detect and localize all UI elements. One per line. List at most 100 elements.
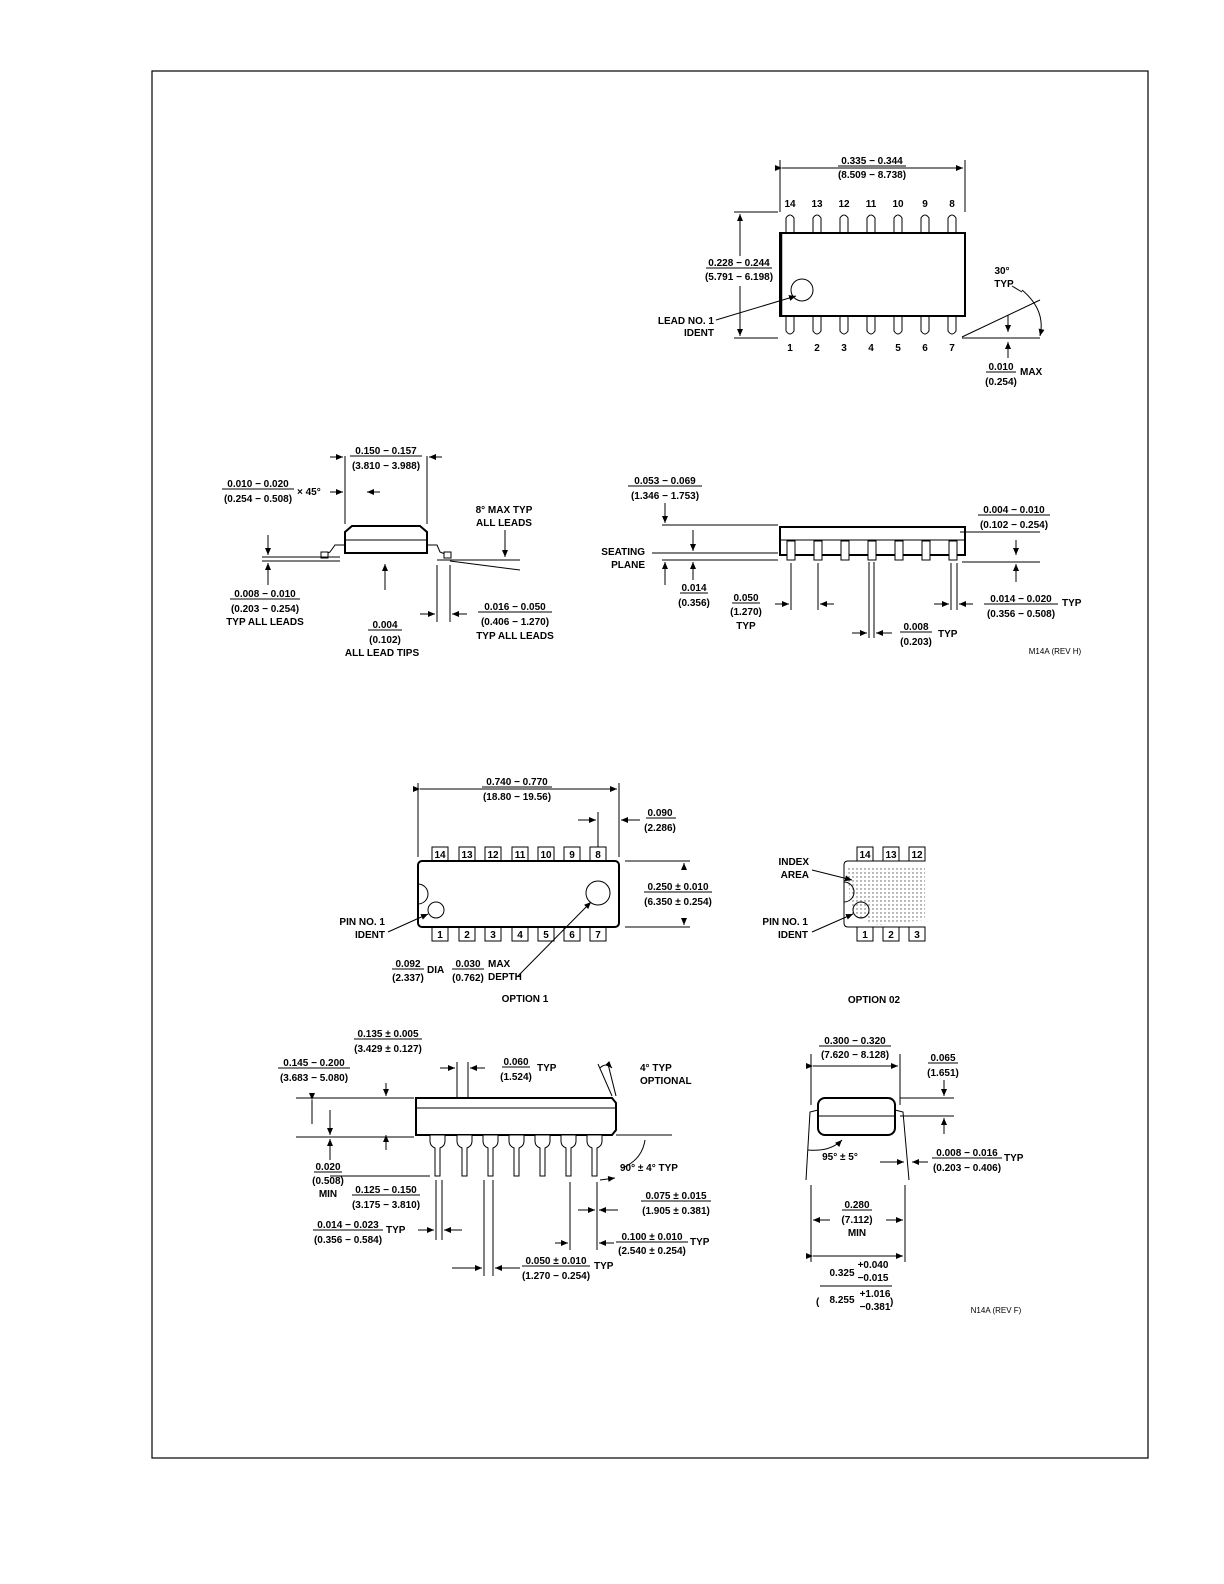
min-in: 0.280 [844, 1200, 869, 1211]
soic-front-leads [786, 540, 958, 561]
st-mm: (0.102 − 0.254) [980, 520, 1048, 531]
lead-angle-a: 8° MAX TYP [476, 505, 533, 516]
pitch-mm-dip: (2.540 ± 0.254) [618, 1246, 686, 1257]
gap-mm: (1.270 − 0.254) [522, 1271, 590, 1282]
sp-note: TYP [938, 629, 958, 640]
lead1-ident-dot [790, 278, 814, 302]
min-mm: (7.112) [841, 1215, 872, 1226]
end-ang: 95° ± 5° [822, 1152, 858, 1163]
dip-side-lead [534, 1134, 551, 1177]
dip-side-leads [429, 1134, 603, 1177]
lw-note: TYP [1062, 598, 1082, 609]
so-in: 0.014 [681, 583, 706, 594]
rw-mm: (7.620 − 8.128) [821, 1050, 889, 1061]
sh-in: 0.060 [503, 1057, 528, 1068]
lead1-label-b: IDENT [684, 328, 714, 339]
lead1-label-a: LEAD NO. 1 [658, 316, 715, 327]
dia-label: DIA [427, 965, 444, 976]
soic-width-in: 0.335 − 0.344 [841, 156, 903, 167]
dip-top-view: 0.740 − 0.770 (18.80 − 19.56) 0.090 (2.2… [339, 777, 712, 1005]
dep-in: 0.030 [455, 959, 480, 970]
pin1-a: PIN NO. 1 [339, 917, 385, 928]
soic-top-lead [866, 214, 876, 233]
opt2-pin1-a: PIN NO. 1 [762, 917, 808, 928]
dip-pin-number: 5 [543, 930, 549, 941]
sp-in: 0.008 [903, 622, 928, 633]
soic-top-lead [947, 214, 957, 233]
wid-mm: (6.350 ± 0.254) [644, 897, 712, 908]
page-border [151, 70, 1149, 1459]
soic-bottom-lead [893, 316, 903, 335]
opt2-pin-number: 12 [911, 850, 923, 861]
pitch-note-dip: TYP [690, 1237, 710, 1248]
dip-pin-number: 4 [517, 930, 523, 941]
so-mm-dip: (0.508) [312, 1176, 344, 1187]
cham-in: 0.010 − 0.020 [227, 479, 289, 490]
soic-pin-number: 8 [949, 199, 955, 210]
soic-front-lead [948, 540, 958, 561]
side-w-in: 0.150 − 0.157 [355, 446, 417, 457]
ov-d: 8.255 [829, 1295, 854, 1306]
pin1-ident-dot [427, 901, 445, 919]
soic-front-lead [894, 540, 904, 561]
ang-a: 4° TYP [640, 1063, 672, 1074]
soic-front-view: 0.053 − 0.069 (1.346 − 1.753) SEATING PL… [601, 476, 1081, 656]
dip-pin-number: 9 [569, 850, 575, 861]
soic-pin-number: 9 [922, 199, 928, 210]
dip-pin-number: 11 [515, 850, 526, 861]
soic-front-lead [921, 540, 931, 561]
cop-mm: (0.102) [369, 635, 401, 646]
ov-c: −0.015 [858, 1273, 889, 1284]
thick-in: 0.008 − 0.010 [234, 589, 296, 600]
cham-x: × 45° [297, 487, 321, 498]
end-in: 0.090 [647, 808, 672, 819]
soic-pin-number: 3 [841, 343, 847, 354]
sh-note: TYP [537, 1063, 557, 1074]
lw-in-dip: 0.014 − 0.023 [317, 1220, 379, 1231]
soic-pin-number: 12 [838, 199, 850, 210]
ejector-mark [585, 880, 611, 906]
cop-note: ALL LEAD TIPS [345, 648, 420, 659]
rw-in: 0.300 − 0.320 [824, 1036, 886, 1047]
dip-side-lead [586, 1134, 603, 1177]
idx-a: INDEX [778, 857, 809, 868]
soic-top-lead [893, 214, 903, 233]
dip-side-lead [482, 1134, 499, 1177]
ov-paren-r: ) [890, 1297, 893, 1308]
ov-paren-l: ( [816, 1297, 820, 1308]
lt-mm: (0.203 − 0.406) [933, 1163, 1001, 1174]
max-mm: (0.254) [985, 377, 1017, 388]
n14a-rev: N14A (REV F) [971, 1306, 1022, 1315]
ll-mm: (3.175 − 3.810) [352, 1200, 420, 1211]
pitch-note: TYP [736, 621, 756, 632]
dip-end-view: 0.300 − 0.320 (7.620 − 8.128) 0.065 (1.6… [805, 1036, 1024, 1315]
soic-top-lead [920, 214, 930, 233]
dip-pin-number: 12 [487, 850, 499, 861]
soic-side-view: 0.150 − 0.157 (3.810 − 3.988) 0.010 − 0.… [222, 446, 554, 659]
opt2-pin-number: 2 [888, 930, 894, 941]
th-mm: (3.683 − 5.080) [280, 1073, 348, 1084]
opt2-pin-number: 1 [862, 930, 868, 941]
dia-in: 0.092 [395, 959, 420, 970]
seat-a: SEATING [601, 547, 645, 558]
dep-b: DEPTH [488, 972, 522, 983]
foot-mm: (0.406 − 1.270) [481, 617, 549, 628]
ang-b: OPTIONAL [640, 1076, 692, 1087]
dip-side-body [415, 1097, 617, 1136]
soic-pin-number: 2 [814, 343, 820, 354]
uw-in: 0.075 ± 0.015 [645, 1191, 707, 1202]
dia-mm: (2.337) [392, 973, 424, 984]
dip-pin-number: 14 [434, 850, 446, 861]
option2: OPTION 02 [848, 995, 901, 1006]
lt-note: TYP [1004, 1153, 1024, 1164]
lead-angle-b: ALL LEADS [476, 518, 532, 529]
lw-mm-dip: (0.356 − 0.584) [314, 1235, 382, 1246]
cham-mm: (0.254 − 0.508) [224, 494, 292, 505]
thick-mm: (0.203 − 0.254) [231, 604, 299, 615]
min-note: MIN [848, 1228, 866, 1239]
th-in: 0.145 − 0.200 [283, 1058, 345, 1069]
soic-bottom-lead [839, 316, 849, 335]
side-w-mm: (3.810 − 3.988) [352, 461, 420, 472]
ov-a: 0.325 [829, 1268, 854, 1279]
